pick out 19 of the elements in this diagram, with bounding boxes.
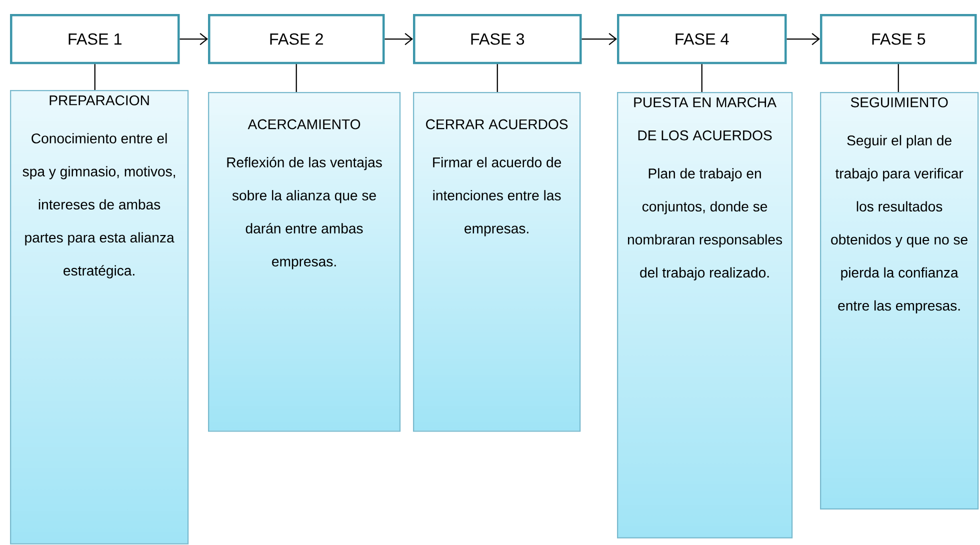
phase-box: FASE 5 xyxy=(820,14,977,64)
arrow xyxy=(786,32,820,46)
connector-line xyxy=(701,64,702,92)
connector-line xyxy=(94,64,96,90)
connector-line xyxy=(496,64,498,92)
arrow xyxy=(384,32,414,46)
connector-line xyxy=(296,64,297,92)
arrow xyxy=(582,32,617,46)
connector-line xyxy=(898,64,899,92)
phase-box: FASE 3 xyxy=(413,14,582,64)
content-box: PREPARACION Conocimiento entre el spa y gimnasio, motivos, intereses de ambas partes para esta alianza estratégica. xyxy=(10,90,189,544)
content-box: SEGUIMIENTO Seguir el plan de trabajo para verificar los resultados obtenidos y que no se pierda la confianza entre las empresas. xyxy=(820,92,979,510)
phase-box: FASE 1 xyxy=(10,14,180,64)
content-box: CERRAR ACUERDOS Firmar el acuerdo de intenciones entre las empresas. xyxy=(413,92,581,432)
phase-box: FASE 2 xyxy=(208,14,385,64)
arrow xyxy=(180,32,208,46)
phase-box: FASE 4 xyxy=(617,14,787,64)
content-box: ACERCAMIENTO Reflexión de las ventajas sobre la alianza que se darán entre ambas empresas. xyxy=(208,92,401,432)
content-box: PUESTA EN MARCHA DE LOS ACUERDOS Plan de trabajo en conjuntos, donde se nombraran responsables del trabajo realizado. xyxy=(617,92,793,538)
